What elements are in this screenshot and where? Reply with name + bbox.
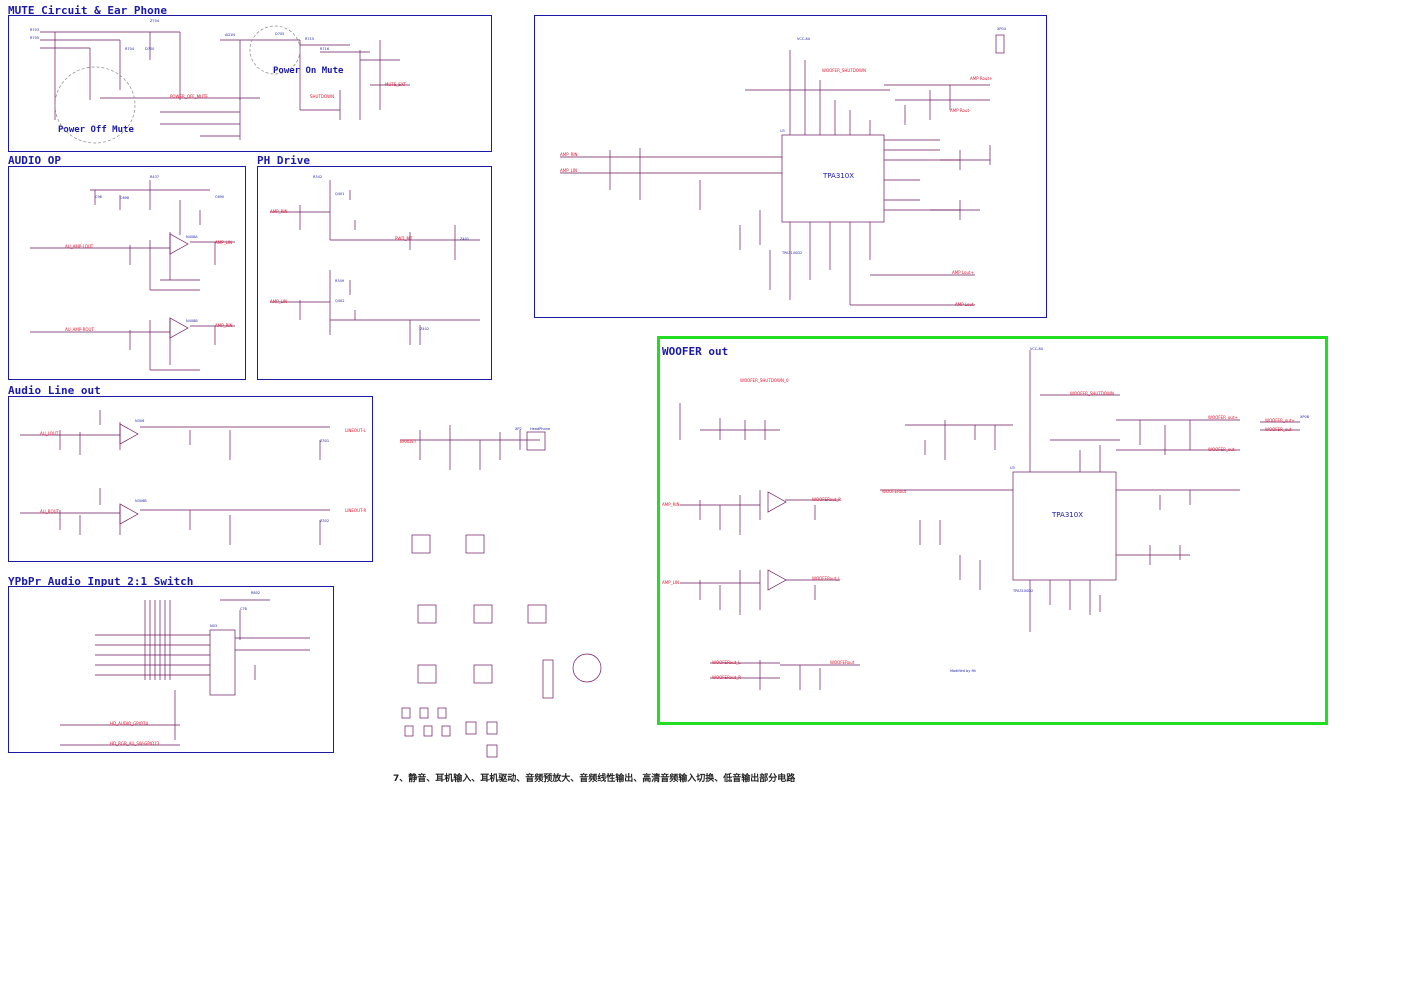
svg-text:HD_RGB_AU_SW-GPIO73: HD_RGB_AU_SW-GPIO73 xyxy=(110,741,160,746)
audio-op-panel xyxy=(8,166,246,380)
svg-text:WOOFERout_R: WOOFERout_R xyxy=(712,675,741,680)
svg-text:XP04: XP04 xyxy=(997,27,1007,31)
svg-text:VCC-8U: VCC-8U xyxy=(1030,347,1044,351)
svg-text:AMP_RIN: AMP_RIN xyxy=(560,152,578,157)
svg-text:WOOFER_SHUTDOWN_0: WOOFER_SHUTDOWN_0 xyxy=(740,378,789,383)
svg-text:AD1N: AD1N xyxy=(225,33,235,37)
svg-text:Q402: Q402 xyxy=(335,299,344,303)
svg-text:AMP Rout+: AMP Rout+ xyxy=(970,76,992,81)
svg-text:AMP_LIN: AMP_LIN xyxy=(560,168,577,173)
section-title-audio-op: AUDIO OP xyxy=(8,154,61,167)
svg-text:LINEOUT-L: LINEOUT-L xyxy=(345,428,367,433)
svg-text:TPA3100D2: TPA3100D2 xyxy=(1012,589,1033,593)
svg-text:AU_LOUT: AU_LOUT xyxy=(40,431,59,436)
svg-text:WOOFER_out-: WOOFER_out- xyxy=(1208,447,1236,452)
svg-text:C78: C78 xyxy=(240,607,247,611)
svg-text:WOOFERout_L: WOOFERout_L xyxy=(812,576,841,581)
svg-text:AU_AMP-ROUT: AU_AMP-ROUT xyxy=(65,327,94,332)
svg-text:SHUTDOWN: SHUTDOWN xyxy=(310,94,334,99)
svg-text:BARDET: BARDET xyxy=(400,439,417,444)
svg-text:AMP_RIN: AMP_RIN xyxy=(270,209,288,214)
svg-text:R705: R705 xyxy=(30,36,39,40)
svg-text:HD_AUDIO_GPIO74: HD_AUDIO_GPIO74 xyxy=(110,721,149,726)
ypbpr-switch-panel xyxy=(8,586,334,753)
svg-text:Z301: Z301 xyxy=(320,439,329,443)
svg-text:WOOFER_SHUTDOWN: WOOFER_SHUTDOWN xyxy=(822,68,866,73)
svg-text:VCC-8U: VCC-8U xyxy=(797,37,811,41)
woofer-out-panel xyxy=(657,336,1328,725)
svg-text:AMP_RIN: AMP_RIN xyxy=(215,323,233,328)
section-title-mute: MUTE Circuit & Ear Phone xyxy=(8,4,167,17)
svg-text:D700: D700 xyxy=(145,47,154,51)
svg-text:AMP Rout-: AMP Rout- xyxy=(950,108,971,113)
amplifier-panel xyxy=(534,15,1047,318)
svg-text:Z402: Z402 xyxy=(420,327,429,331)
svg-text:R437: R437 xyxy=(150,175,159,179)
section-title-line-out: Audio Line out xyxy=(8,384,101,397)
svg-text:U3: U3 xyxy=(1010,466,1015,470)
svg-text:PWD_MT: PWD_MT xyxy=(395,236,413,241)
svg-text:Z401: Z401 xyxy=(460,237,469,241)
svg-text:MUTE_EXT: MUTE_EXT xyxy=(385,82,407,87)
svg-text:WOOFER_out+: WOOFER_out+ xyxy=(1208,415,1238,420)
svg-text:WOOFERout: WOOFERout xyxy=(882,489,907,494)
svg-text:N306B: N306B xyxy=(135,499,147,503)
svg-text:WOOFER_out-: WOOFER_out- xyxy=(1265,427,1293,432)
svg-text:C98: C98 xyxy=(95,195,102,199)
audio-line-out-panel xyxy=(8,396,373,562)
svg-text:POWER_OFF_MUTE: POWER_OFF_MUTE xyxy=(170,94,208,99)
svg-text:WOOFERout_R: WOOFERout_R xyxy=(812,497,841,502)
svg-text:XP2: XP2 xyxy=(515,427,522,431)
ph-drive-panel xyxy=(257,166,492,380)
svg-text:R802: R802 xyxy=(251,591,260,595)
svg-text:D705: D705 xyxy=(275,32,284,36)
svg-text:Z704: Z704 xyxy=(150,19,160,23)
svg-text:Modified by Mt: Modified by Mt xyxy=(950,669,976,673)
svg-text:C698: C698 xyxy=(120,196,129,200)
svg-text:C690: C690 xyxy=(215,195,224,199)
svg-text:WOOFER_out+: WOOFER_out+ xyxy=(1265,418,1295,423)
svg-text:AU_AMP-LOUT: AU_AMP-LOUT xyxy=(65,244,94,249)
figure-caption: 7、静音、耳机输入、耳机驱动、音频预放大、音频线性输出、高清音频输入切换、低音输… xyxy=(393,774,796,784)
svg-text:R349: R349 xyxy=(335,279,344,283)
svg-text:U3: U3 xyxy=(780,129,785,133)
svg-text:R703: R703 xyxy=(30,28,39,32)
power-on-mute-label: Power On Mute xyxy=(273,66,344,76)
svg-text:Z302: Z302 xyxy=(320,519,329,523)
svg-text:AMP_RIN: AMP_RIN xyxy=(662,502,680,507)
svg-text:AMP_LIN: AMP_LIN xyxy=(270,299,287,304)
svg-text:N408B: N408B xyxy=(186,319,198,323)
svg-text:HeadPhone: HeadPhone xyxy=(530,427,550,431)
svg-text:N408A: N408A xyxy=(186,235,198,239)
svg-text:AMP_LIN: AMP_LIN xyxy=(662,580,679,585)
svg-text:R342: R342 xyxy=(313,175,322,179)
svg-text:WOOFERout_L: WOOFERout_L xyxy=(712,660,741,665)
svg-text:TPA3100D2: TPA3100D2 xyxy=(781,251,802,255)
woofer-amp-chip-label: TPA310X xyxy=(1052,511,1083,519)
amp-chip-label: TPA310X xyxy=(823,172,854,180)
section-title-woofer: WOOFER out xyxy=(662,345,729,358)
svg-text:N03: N03 xyxy=(210,624,217,628)
svg-text:R704: R704 xyxy=(125,47,135,51)
section-title-ypbpr: YPbPr Audio Input 2:1 Switch xyxy=(8,575,194,588)
svg-text:AU_ROUT: AU_ROUT xyxy=(40,509,60,514)
svg-text:N306: N306 xyxy=(135,419,144,423)
svg-text:WOOFERout: WOOFERout xyxy=(830,660,855,665)
svg-text:XP08: XP08 xyxy=(1300,415,1309,419)
svg-text:LINEOUT-R: LINEOUT-R xyxy=(345,508,367,513)
power-off-mute-label: Power Off Mute xyxy=(58,125,134,135)
mute-circuit-panel xyxy=(8,15,492,152)
svg-text:AMP_LIN: AMP_LIN xyxy=(215,240,232,245)
svg-text:Q401: Q401 xyxy=(335,192,344,196)
svg-text:WOOFER_SHUTDOWN: WOOFER_SHUTDOWN xyxy=(1070,391,1114,396)
svg-text:AMP Lout+: AMP Lout+ xyxy=(952,270,974,275)
svg-text:R715: R715 xyxy=(305,37,314,41)
svg-text:R716: R716 xyxy=(320,47,329,51)
svg-text:AMP Lout-: AMP Lout- xyxy=(955,302,976,307)
section-title-ph-drive: PH Drive xyxy=(257,154,310,167)
